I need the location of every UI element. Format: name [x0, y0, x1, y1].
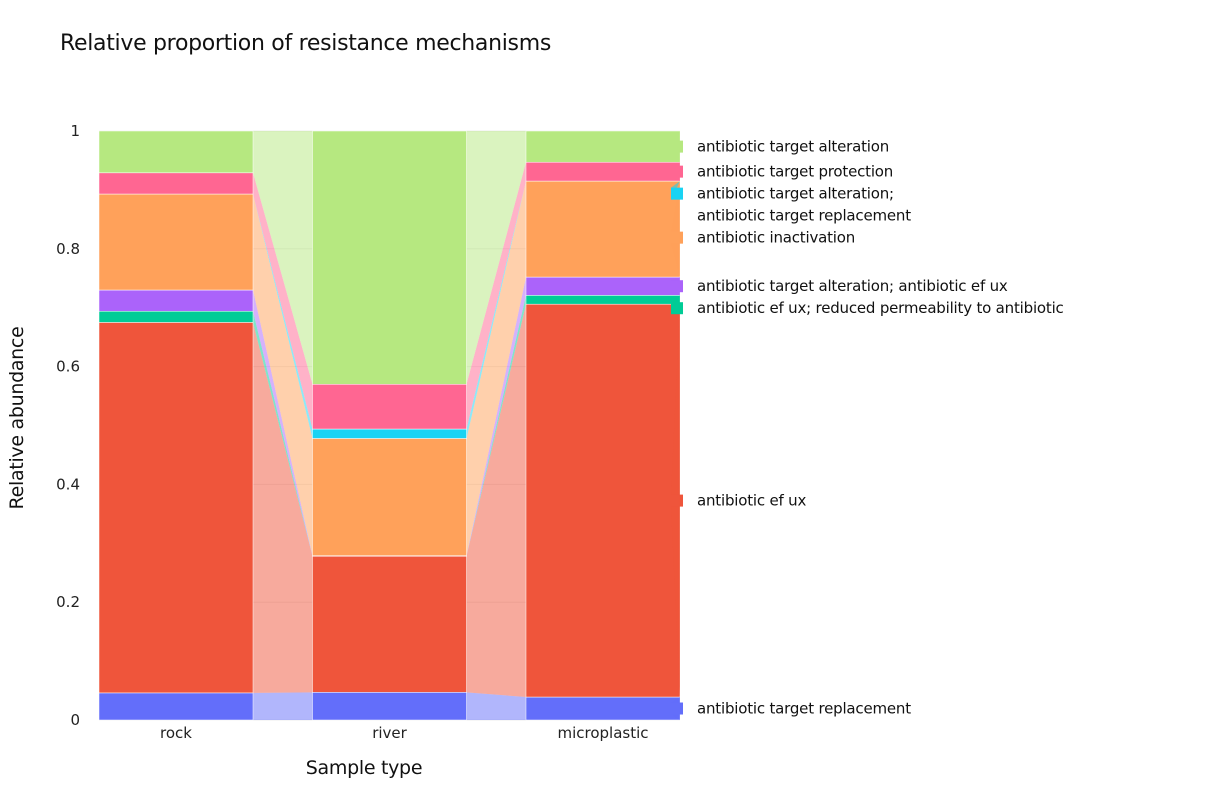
bar-segment-antibiotic-target-replacement-microplastic	[525, 696, 681, 721]
legend-connector-antibiotic-inactivation	[671, 181, 680, 278]
y-tick-label: 0.4	[56, 475, 80, 493]
legend-label-line: antibiotic target replacement	[697, 700, 911, 718]
legend-label-antibiotic-inactivation: antibiotic inactivation	[697, 229, 855, 247]
bar-segment-antibiotic-inactivation-river	[312, 438, 467, 556]
bar-segment-antibiotic-inactivation-rock	[98, 193, 254, 291]
connector-antibiotic-target-alteration	[253, 131, 313, 385]
connector-antibiotic-inactivation	[253, 194, 313, 556]
x-tick-label: microplastic	[557, 724, 648, 742]
bar-segment-antibiotic-target-alteration-antibiotic-ef-ux-microplastic	[525, 276, 681, 296]
legend-label-line: antibiotic inactivation	[697, 229, 855, 247]
legend-label-antibiotic-target-protection: antibiotic target protection	[697, 163, 893, 181]
connector-antibiotic-ef-ux	[253, 322, 313, 693]
chart-title: Relative proportion of resistance mechan…	[60, 31, 551, 56]
legend-label-antibiotic-target-replacement: antibiotic target replacement	[697, 700, 911, 718]
y-axis-ticks: 0 0.2 0.4 0.6 0.8 1	[56, 122, 80, 729]
legend-swatch-antibiotic-target-alteration-antibiotic-ef-ux	[671, 280, 683, 293]
bar-segment-antibiotic-target-protection-rock	[98, 172, 254, 195]
legend-label-line: antibiotic target alteration; antibiotic…	[697, 277, 1008, 295]
bar-segment-antibiotic-ef-ux-rock	[98, 322, 254, 694]
bar-segment-antibiotic-target-alteration-river	[312, 130, 467, 385]
legend-label-antibiotic-target-alteration: antibiotic target alteration	[697, 138, 889, 156]
y-tick-label: 0.6	[56, 358, 80, 376]
legend-label-line: antibiotic target replacement	[697, 207, 911, 225]
connector-antibiotic-ef-ux	[466, 304, 526, 698]
connector-antibiotic-target-protection	[466, 162, 526, 430]
x-tick-label: river	[372, 724, 407, 742]
bar-segment-antibiotic-target-alteration-antibiotic-target-replacement-river	[312, 428, 467, 439]
stacked-bars	[98, 130, 681, 721]
bar-segment-antibiotic-target-alteration-rock	[98, 130, 254, 174]
legend-label-line: antibiotic target alteration	[697, 138, 889, 156]
connector-antibiotic-target-replacement	[253, 692, 313, 720]
x-axis-ticks: rock river microplastic	[160, 724, 649, 742]
legend-label-line: antibiotic ef ux	[697, 492, 806, 510]
legend-swatch-antibiotic-ef-ux	[671, 494, 683, 507]
connector-antibiotic-target-alteration-antibiotic-ef-ux	[253, 290, 313, 557]
bar-segment-antibiotic-target-protection-river	[312, 384, 467, 430]
legend-swatch-antibiotic-target-replacement	[671, 702, 683, 715]
legend-swatch-antibiotic-target-protection	[671, 165, 683, 178]
legend-label-line: antibiotic target protection	[697, 163, 893, 181]
connector-antibiotic-target-replacement	[466, 692, 526, 720]
legend-label-antibiotic-target-alteration-antibiotic-target-replacement: antibiotic target alteration; antibiotic …	[697, 185, 911, 225]
y-tick-label: 0.8	[56, 240, 80, 258]
connector-antibiotic-target-alteration-antibiotic-ef-ux	[466, 277, 526, 557]
connector-antibiotic-target-alteration-antibiotic-target-replacement	[253, 194, 313, 439]
y-tick-label: 0.2	[56, 593, 80, 611]
legend-swatch-antibiotic-target-alteration	[671, 140, 683, 153]
bar-segment-antibiotic-target-alteration-microplastic	[525, 130, 681, 163]
legend-label-antibiotic-ef-ux-reduced-permeability-to-antibiotic: antibiotic ef ux; reduced permeability t…	[697, 299, 1064, 317]
connector-antibiotic-target-alteration-antibiotic-target-replacement	[466, 181, 526, 439]
x-tick-label: rock	[160, 724, 192, 742]
y-tick-label: 0	[70, 711, 80, 729]
legend-label-line: antibiotic ef ux; reduced permeability t…	[697, 299, 1064, 317]
legend-label-antibiotic-target-alteration-antibiotic-ef-ux: antibiotic target alteration; antibiotic…	[697, 277, 1008, 295]
bar-segment-antibiotic-inactivation-microplastic	[525, 180, 681, 278]
bar-segment-antibiotic-ef-ux-reduced-permeability-to-antibiotic-microplastic	[525, 295, 681, 305]
bar-segment-antibiotic-target-alteration-antibiotic-ef-ux-rock	[98, 289, 254, 312]
connector-antibiotic-target-protection	[253, 172, 313, 430]
y-axis-title: Relative abundance	[6, 327, 28, 510]
legend-swatch-antibiotic-target-alteration-antibiotic-target-replacement	[671, 187, 683, 200]
bar-segment-antibiotic-ef-ux-river	[312, 556, 467, 693]
legend-swatch-antibiotic-inactivation	[671, 231, 683, 244]
y-tick-label: 1	[70, 122, 80, 140]
legend-label-antibiotic-ef-ux: antibiotic ef ux	[697, 492, 806, 510]
connector-antibiotic-target-alteration	[466, 131, 526, 385]
x-axis-title: Sample type	[306, 757, 422, 779]
connector-antibiotic-inactivation	[466, 181, 526, 556]
bar-segment-antibiotic-target-protection-microplastic	[525, 161, 681, 182]
connector-bands	[253, 131, 526, 720]
legend-swatch-antibiotic-ef-ux-reduced-permeability-to-antibiotic	[671, 302, 683, 315]
legend-label-line: antibiotic target alteration;	[697, 185, 894, 203]
bar-segment-antibiotic-ef-ux-reduced-permeability-to-antibiotic-rock	[98, 310, 254, 323]
legend: antibiotic target replacementantibiotic …	[671, 138, 1064, 718]
bar-segment-antibiotic-ef-ux-microplastic	[525, 303, 681, 698]
bar-segment-antibiotic-target-replacement-river	[312, 692, 467, 721]
bar-segment-antibiotic-target-replacement-rock	[98, 692, 254, 721]
